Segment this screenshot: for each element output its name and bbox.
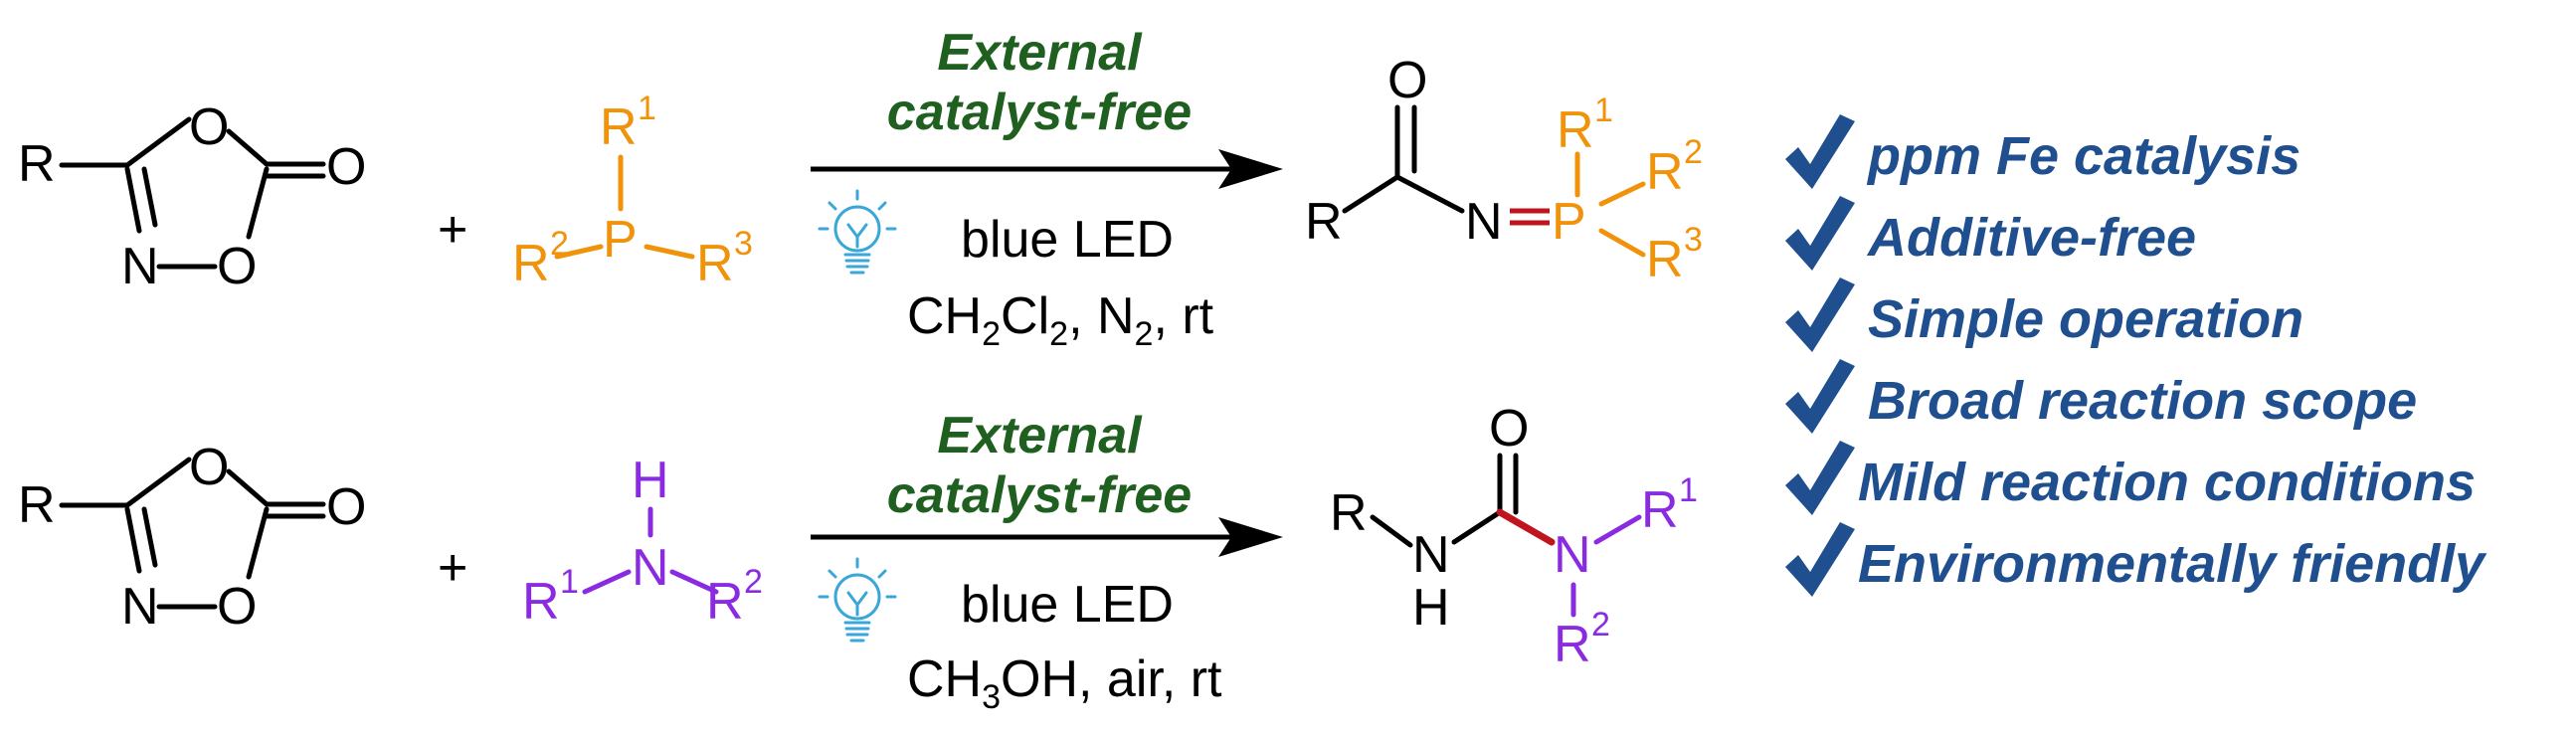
phosphine-sup3: 3 (734, 225, 753, 263)
product1-N: N (1465, 193, 1503, 251)
amine-sup2: 2 (744, 563, 763, 601)
amine-H: H (632, 452, 669, 509)
feature-text: ppm Fe catalysis (1866, 126, 2300, 186)
product1-iminophosphorane: O R N P R 1 R 2 R 3 (1305, 52, 1703, 288)
product1-R1: R (1557, 101, 1594, 159)
amine-R2: R (706, 573, 744, 631)
feature-text: Broad reaction scope (1868, 371, 2417, 431)
checkmark-icon (1785, 522, 1855, 597)
reaction2-solvent: CH3OH, air, rt (907, 650, 1222, 716)
feature-text: Environmentally friendly (1858, 534, 2487, 594)
phosphine-P: P (603, 211, 638, 269)
checkmark-icon (1785, 114, 1855, 189)
checkmark-icon (1785, 277, 1855, 352)
feature-text: Simple operation (1868, 289, 2303, 349)
reactant1-O-ring2: O (217, 238, 257, 295)
feature-text: Additive-free (1866, 208, 2196, 268)
product1-R2: R (1646, 143, 1684, 201)
reactant1-O-ring: O (189, 98, 229, 156)
lightbulb-icon (818, 189, 897, 275)
amine-reagent: H N R 1 R 2 (522, 452, 763, 631)
reaction1: R O O O N + R 1 P R 2 R 3 (18, 24, 1703, 353)
product2-NH-H: H (1412, 579, 1450, 637)
product2-R: R (1330, 484, 1368, 542)
phosphine-reagent: R 1 P R 2 R 3 (512, 90, 753, 292)
reaction1-light: blue LED (961, 211, 1174, 269)
reactant2-O-carbonyl: O (326, 478, 366, 536)
reactant2-O-ring2: O (217, 578, 257, 636)
product1-R: R (1305, 193, 1343, 251)
product1-sup2: 2 (1684, 133, 1703, 171)
checkmark-icon (1785, 196, 1855, 271)
product2-red-bond (1496, 508, 1556, 546)
reaction2-catalyst-line1: External (937, 407, 1143, 464)
product2-N: N (1554, 526, 1591, 584)
feature-item: Broad reaction scope (1785, 359, 2417, 434)
plus-sign-1: + (438, 201, 467, 259)
reaction1-catalyst-line2: catalyst-free (887, 84, 1192, 141)
reaction2: R O O O N + H N R 1 R 2 (18, 400, 1698, 716)
checkmark-icon (1785, 441, 1855, 515)
phosphine-R2: R (512, 235, 550, 292)
product1-sup3: 3 (1684, 221, 1703, 259)
product2-O: O (1489, 400, 1529, 458)
product2-R1: R (1641, 481, 1679, 539)
reactant1-R: R (18, 135, 56, 193)
reaction2-light: blue LED (961, 576, 1174, 634)
reactant1-N: N (121, 238, 159, 295)
reaction2-catalyst-line2: catalyst-free (887, 466, 1192, 524)
reaction2-conditions: External catalyst-free blue LED CH3OH, a… (811, 407, 1283, 716)
feature-item: Simple operation (1785, 277, 2303, 352)
reaction2-arrow-head (1218, 517, 1283, 557)
reaction1-solvent: CH2Cl2, N2, rt (907, 287, 1214, 353)
product2-urea: R N H O N R 1 R 2 (1330, 400, 1698, 673)
amine-N: N (632, 539, 669, 597)
reactant2-R: R (18, 476, 56, 534)
reactant2-oxadiazolone: R O O O N (18, 439, 366, 636)
lightbulb-icon (818, 557, 897, 643)
phosphine-sup1: 1 (638, 90, 656, 127)
checkmark-icon (1785, 359, 1855, 434)
product1-R3: R (1646, 231, 1684, 288)
reaction1-arrow-head (1218, 149, 1283, 189)
product2-R2: R (1554, 616, 1591, 673)
product2-sup1: 1 (1679, 471, 1698, 509)
feature-item: ppm Fe catalysis (1785, 114, 2300, 189)
product1-O: O (1387, 52, 1427, 109)
amine-sup1: 1 (560, 563, 579, 601)
feature-text: Mild reaction conditions (1858, 453, 2476, 512)
features-list: ppm Fe catalysis Additive-free Simple op… (1785, 114, 2487, 597)
reaction1-conditions: External catalyst-free blue LED CH2Cl2, … (811, 24, 1283, 353)
amine-R1: R (522, 573, 560, 631)
plus-sign-2: + (438, 539, 467, 597)
reaction1-catalyst-line1: External (937, 24, 1143, 82)
phosphine-R1: R (600, 98, 638, 156)
product2-NH-N: N (1412, 526, 1450, 584)
phosphine-R3: R (696, 235, 734, 292)
reactant2-N: N (121, 578, 159, 636)
phosphine-sup2: 2 (550, 225, 569, 263)
product2-sup2: 2 (1591, 606, 1610, 644)
feature-item: Mild reaction conditions (1785, 441, 2476, 515)
product1-sup1: 1 (1594, 92, 1613, 129)
reactant2-O-ring: O (189, 439, 229, 496)
reactant1-O-carbonyl: O (326, 138, 366, 196)
reactant1-oxadiazolone: R O O O N (18, 98, 366, 295)
feature-item: Additive-free (1785, 196, 2196, 271)
feature-item: Environmentally friendly (1785, 522, 2487, 597)
product1-P: P (1552, 193, 1586, 251)
